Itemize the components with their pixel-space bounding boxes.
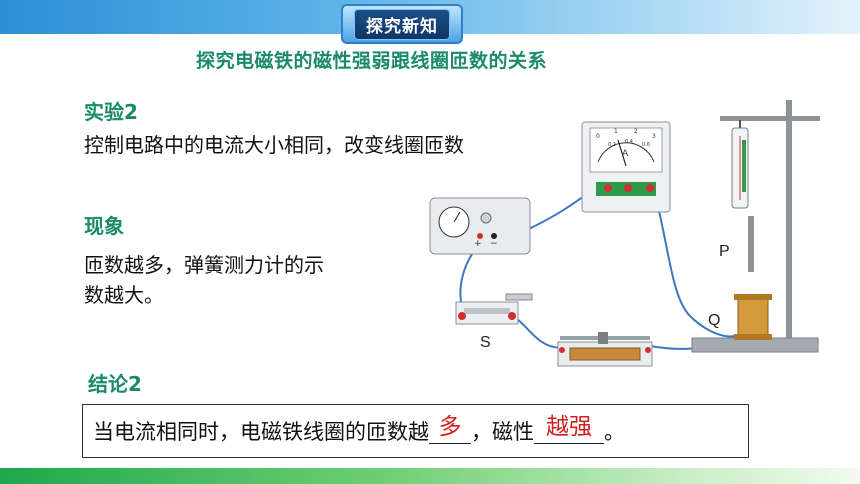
ammeter-tick-04: 0.4 [625,139,633,145]
spring-scale-label: P [719,243,730,260]
ammeter-tick-2: 2 [634,128,638,135]
phenomenon-line-1: 匝数越多，弹簧测力计的示 [84,253,324,277]
ammeter-tick-1: 1 [614,128,618,135]
ammeter-tick-06: 0.6 [642,142,650,148]
electromagnet [734,294,772,340]
section-badge-label: 探究新知 [354,8,450,40]
answer-blank-1: 多 [429,414,471,444]
ammeter: 0 1 2 3 0.2 0.4 0.6 A [581,121,671,213]
section-badge: 探究新知 [341,4,463,44]
circuit-diagram: 0 1 2 3 0.2 0.4 0.6 A + − S [429,100,820,367]
iron-stand [691,100,820,353]
spring-scale [731,120,754,272]
conclusion-heading: 结论2 [88,372,142,396]
answer-2: 越强 [546,413,592,440]
experiment-text: 控制电路中的电流大小相同，改变线圈匝数 [84,133,464,157]
rheostat [557,332,653,367]
experiment-heading: 实验2 [84,100,138,124]
page-title: 探究电磁铁的磁性强弱跟线圈匝数的关系 [196,50,548,72]
ammeter-tick-02: 0.2 [608,142,616,148]
bottom-banner [0,468,860,484]
power-supply: + − [429,197,531,255]
answer-1: 多 [438,413,462,440]
electromagnet-label: Q [708,312,720,329]
phenomenon-line-2: 数越大。 [84,283,164,307]
switch [455,293,533,325]
answer-blank-2: 越强 [534,414,604,444]
switch-label: S [480,334,491,351]
phenomenon-heading: 现象 [84,214,124,238]
conclusion-part-3: 。 [604,420,625,444]
ammeter-tick-0: 0 [596,133,600,140]
ammeter-letter: A [622,149,629,159]
conclusion-part-1: 当电流相同时，电磁铁线圈的匝数越 [93,420,429,444]
conclusion-part-2: ，磁性 [471,420,534,444]
power-terminal-minus: − [490,239,498,249]
conclusion-box: 当电流相同时，电磁铁线圈的匝数越 多 ，磁性 越强 。 [82,404,749,458]
ammeter-tick-3: 3 [652,133,656,140]
power-terminal-plus: + [474,239,482,249]
